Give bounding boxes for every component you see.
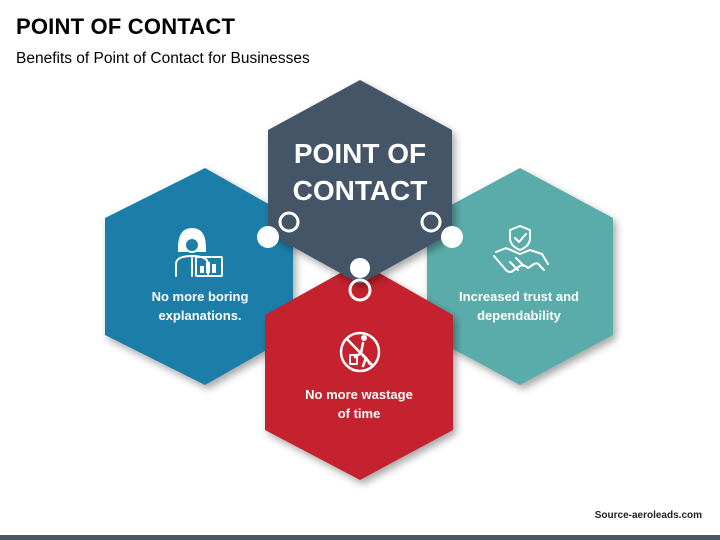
footer-bar bbox=[0, 535, 720, 540]
left-label-line2: explanations. bbox=[158, 308, 242, 323]
page-title: POINT OF CONTACT bbox=[16, 14, 236, 39]
center-title-line1: POINT OF bbox=[293, 138, 427, 169]
right-hexagon bbox=[427, 168, 613, 385]
page-subtitle: Benefits of Point of Contact for Busines… bbox=[16, 50, 310, 67]
right-hexagon-label: Increased trust and dependability bbox=[439, 287, 599, 325]
customer-service-agent-icon bbox=[175, 228, 223, 277]
right-label-line2: dependability bbox=[477, 308, 561, 323]
connector-left bbox=[257, 211, 300, 248]
bottom-hexagon-label: No more wastage of time bbox=[279, 385, 439, 423]
center-hexagon-title: POINT OF CONTACT bbox=[262, 135, 458, 209]
right-label-line1: Increased trust and bbox=[459, 289, 579, 304]
bottom-label-line1: No more wastage bbox=[305, 387, 413, 402]
left-hexagon-label: No more boring explanations. bbox=[120, 287, 280, 325]
center-title-line2: CONTACT bbox=[292, 175, 428, 206]
connector-right bbox=[420, 211, 463, 248]
source-credit: Source-aeroleads.com bbox=[594, 510, 702, 521]
center-hexagon bbox=[268, 80, 452, 284]
handshake-shield-icon bbox=[493, 225, 549, 273]
no-littering-icon bbox=[339, 331, 381, 373]
bottom-label-line2: of time bbox=[337, 406, 381, 421]
connector-bottom bbox=[348, 258, 372, 302]
left-label-line1: No more boring bbox=[151, 289, 249, 304]
